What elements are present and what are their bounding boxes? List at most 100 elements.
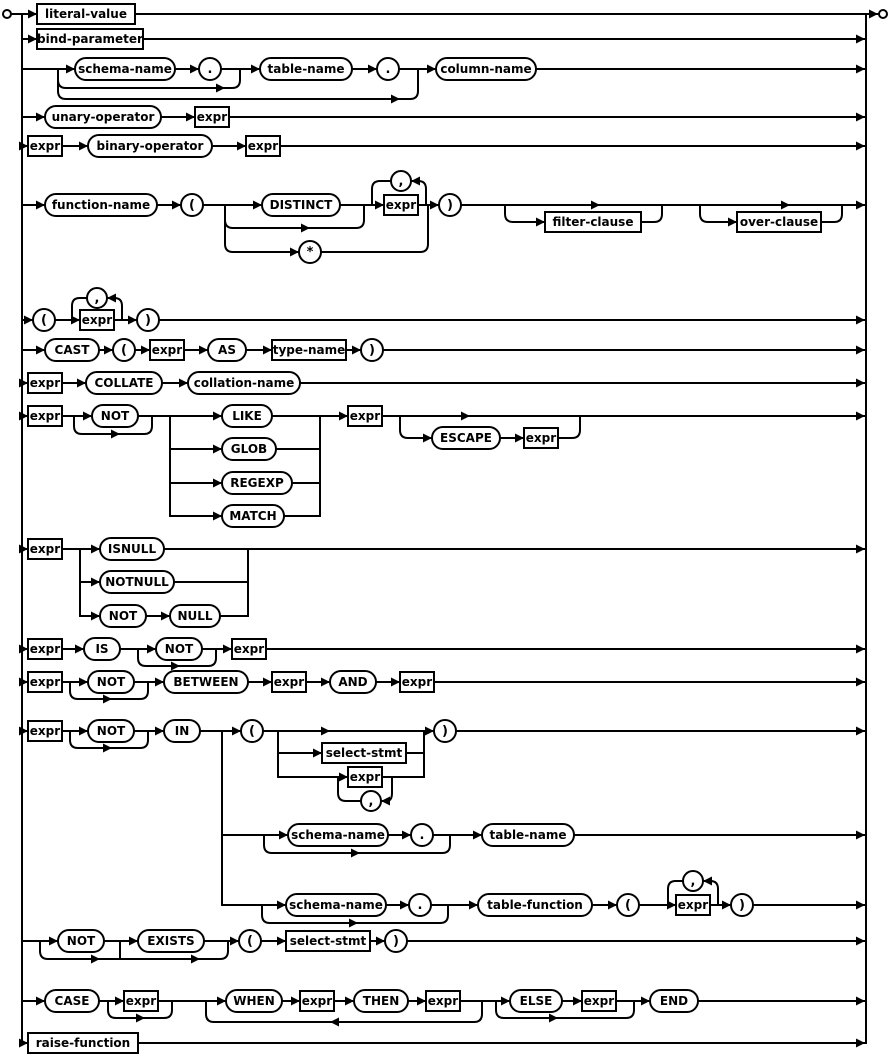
node-then: THEN bbox=[353, 989, 409, 1013]
arrowhead bbox=[66, 64, 75, 74]
arrowhead bbox=[856, 64, 865, 74]
node-label: expr bbox=[30, 675, 60, 689]
node-expr[interactable]: expr bbox=[299, 990, 335, 1012]
node-expr[interactable]: expr bbox=[581, 990, 617, 1012]
node-label: expr bbox=[234, 642, 264, 656]
arrowhead bbox=[376, 936, 385, 946]
node-expr[interactable]: expr bbox=[27, 538, 63, 560]
node-like: LIKE bbox=[221, 404, 273, 428]
node-raise-function[interactable]: raise-function bbox=[27, 1032, 139, 1054]
node-label: , bbox=[691, 874, 696, 889]
arrowhead bbox=[856, 411, 865, 421]
node-label: AS bbox=[218, 343, 236, 357]
rail-line bbox=[371, 180, 392, 206]
node-expr[interactable]: expr bbox=[271, 671, 307, 693]
node-label: ) bbox=[739, 898, 745, 913]
node-label: ) bbox=[447, 198, 453, 213]
arrowhead bbox=[186, 112, 195, 122]
arrowhead bbox=[856, 200, 865, 210]
node-expr[interactable]: expr bbox=[347, 766, 383, 788]
node-schema-name: schema-name bbox=[74, 57, 176, 81]
arrowhead bbox=[107, 293, 116, 303]
arrowhead bbox=[279, 830, 288, 840]
node-select-stmt[interactable]: select-stmt bbox=[285, 930, 371, 952]
node-label: ELSE bbox=[520, 994, 553, 1008]
node-expr[interactable]: expr bbox=[347, 405, 383, 427]
node-in: IN bbox=[163, 719, 201, 743]
node-expr[interactable]: expr bbox=[79, 309, 115, 331]
node-collate: COLLATE bbox=[85, 371, 163, 395]
node-lparen: ( bbox=[32, 308, 56, 332]
arrowhead bbox=[147, 644, 156, 654]
arrowhead bbox=[232, 726, 241, 736]
arrowhead bbox=[856, 996, 865, 1006]
node-star: * bbox=[298, 240, 322, 264]
arrowhead bbox=[91, 954, 100, 964]
node-expr[interactable]: expr bbox=[383, 194, 419, 216]
node-as: AS bbox=[207, 338, 247, 362]
arrowhead bbox=[856, 726, 865, 736]
arrowhead bbox=[277, 900, 286, 910]
node-literal-value[interactable]: literal-value bbox=[36, 3, 136, 25]
node-expr[interactable]: expr bbox=[149, 339, 185, 361]
node-null: NULL bbox=[169, 604, 221, 628]
rail-line bbox=[820, 204, 843, 223]
node-comma: , bbox=[682, 870, 704, 892]
rail-line bbox=[399, 415, 433, 439]
node-filter-clause[interactable]: filter-clause bbox=[544, 211, 642, 233]
node-expr[interactable]: expr bbox=[27, 638, 63, 660]
node-select-stmt[interactable]: select-stmt bbox=[321, 742, 407, 764]
node-label: ) bbox=[369, 343, 375, 358]
node-expr[interactable]: expr bbox=[231, 638, 267, 660]
node-label: ) bbox=[145, 313, 151, 328]
node-notnull: NOTNULL bbox=[99, 570, 175, 594]
arrowhead bbox=[172, 200, 181, 210]
node-rparen: ) bbox=[136, 308, 160, 332]
node-label: expr bbox=[30, 642, 60, 656]
node-label: NOT bbox=[97, 724, 126, 738]
node-label: WHEN bbox=[233, 994, 275, 1008]
node-expr[interactable]: expr bbox=[245, 135, 281, 157]
node-expr[interactable]: expr bbox=[27, 671, 63, 693]
arrowhead bbox=[402, 830, 411, 840]
arrowhead bbox=[19, 141, 28, 151]
arrowhead bbox=[136, 1013, 145, 1023]
node-expr[interactable]: expr bbox=[399, 671, 435, 693]
node-label: * bbox=[307, 245, 314, 260]
node-expr[interactable]: expr bbox=[523, 427, 559, 449]
node-label: THEN bbox=[363, 994, 399, 1008]
node-type-name[interactable]: type-name bbox=[271, 339, 347, 361]
node-expr[interactable]: expr bbox=[27, 720, 63, 742]
arrowhead bbox=[213, 478, 222, 488]
node-expr[interactable]: expr bbox=[27, 135, 63, 157]
rail-line bbox=[667, 880, 684, 906]
arrowhead bbox=[591, 200, 600, 210]
node-label: expr bbox=[30, 139, 60, 153]
node-expr[interactable]: expr bbox=[27, 405, 63, 427]
node-label: expr bbox=[274, 675, 304, 689]
node-expr[interactable]: expr bbox=[675, 894, 711, 916]
node-bind-parameter[interactable]: bind-parameter bbox=[36, 28, 144, 50]
node-label: NOT bbox=[97, 675, 126, 689]
node-label: select-stmt bbox=[326, 746, 403, 760]
arrowhead bbox=[191, 954, 200, 964]
node-rparen: ) bbox=[384, 929, 408, 953]
arrowhead bbox=[423, 433, 432, 443]
arrowhead bbox=[856, 936, 865, 946]
node-label: NOTNULL bbox=[105, 575, 169, 589]
arrowhead bbox=[28, 34, 37, 44]
node-comma: , bbox=[86, 287, 108, 309]
node-expr[interactable]: expr bbox=[425, 990, 461, 1012]
node-expr[interactable]: expr bbox=[27, 372, 63, 394]
arrowhead bbox=[115, 996, 124, 1006]
rail-line bbox=[504, 204, 546, 223]
node-expr[interactable]: expr bbox=[123, 990, 159, 1012]
node-over-clause[interactable]: over-clause bbox=[736, 211, 822, 233]
node-expr[interactable]: expr bbox=[194, 106, 230, 128]
arrowhead bbox=[171, 661, 180, 671]
arrowhead bbox=[856, 1038, 865, 1048]
node-isnull: ISNULL bbox=[99, 537, 165, 561]
node-label: expr bbox=[82, 313, 112, 327]
node-exists: EXISTS bbox=[137, 929, 205, 953]
node-lparen: ( bbox=[180, 193, 204, 217]
